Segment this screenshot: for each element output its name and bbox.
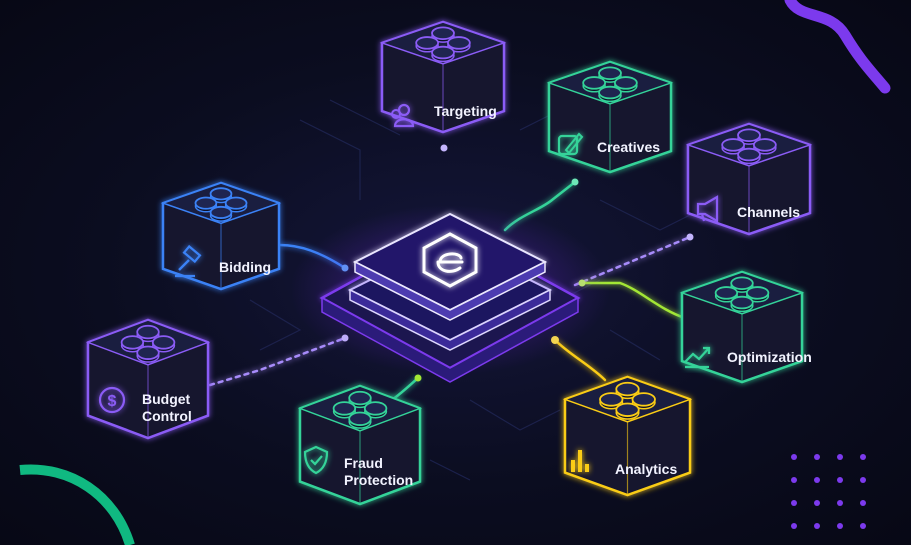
module-label-line1: Fraud bbox=[344, 455, 383, 471]
module-label-line1: Budget bbox=[142, 391, 191, 407]
module-targeting: Targeting bbox=[379, 20, 507, 134]
module-bidding: Bidding bbox=[160, 181, 282, 291]
module-label-line2: Control bbox=[142, 408, 192, 424]
module-optimization: Optimization bbox=[679, 270, 812, 384]
trend-line-icon bbox=[684, 346, 711, 369]
module-top bbox=[685, 123, 813, 167]
module-creatives: Creatives bbox=[546, 60, 674, 174]
module-top bbox=[546, 61, 674, 105]
bar-chart-icon bbox=[571, 450, 589, 472]
module-channels: Channels bbox=[685, 122, 813, 236]
module-label: Targeting bbox=[434, 103, 497, 119]
module-label: Optimization bbox=[727, 349, 812, 365]
svg-text:$: $ bbox=[108, 393, 117, 410]
module-analytics: Analytics bbox=[562, 375, 693, 497]
module-label: Channels bbox=[737, 204, 800, 220]
dollar-coin-icon: $ bbox=[98, 386, 126, 414]
megaphone-icon bbox=[696, 195, 719, 223]
module-top bbox=[85, 319, 211, 366]
module-label: Bidding bbox=[219, 259, 271, 275]
shield-check-icon bbox=[303, 445, 329, 475]
connector-budget bbox=[208, 336, 347, 387]
gavel-icon bbox=[175, 244, 202, 278]
module-top bbox=[562, 376, 693, 423]
center-hub bbox=[290, 205, 610, 383]
pencil-square-icon bbox=[557, 132, 584, 156]
dot-grid-decoration bbox=[791, 454, 866, 529]
hexagon-e-logo-icon bbox=[422, 232, 478, 288]
module-top bbox=[679, 271, 805, 315]
corner-arc-decoration bbox=[19, 464, 135, 545]
module-label: Analytics bbox=[615, 461, 677, 477]
connector-optimization bbox=[580, 281, 687, 320]
module-top bbox=[297, 385, 423, 432]
module-label-line2: Protection bbox=[344, 472, 413, 488]
corner-wave-decoration bbox=[784, 0, 891, 94]
module-label: Creatives bbox=[597, 139, 660, 155]
module-top bbox=[379, 21, 507, 65]
users-icon bbox=[391, 103, 415, 128]
